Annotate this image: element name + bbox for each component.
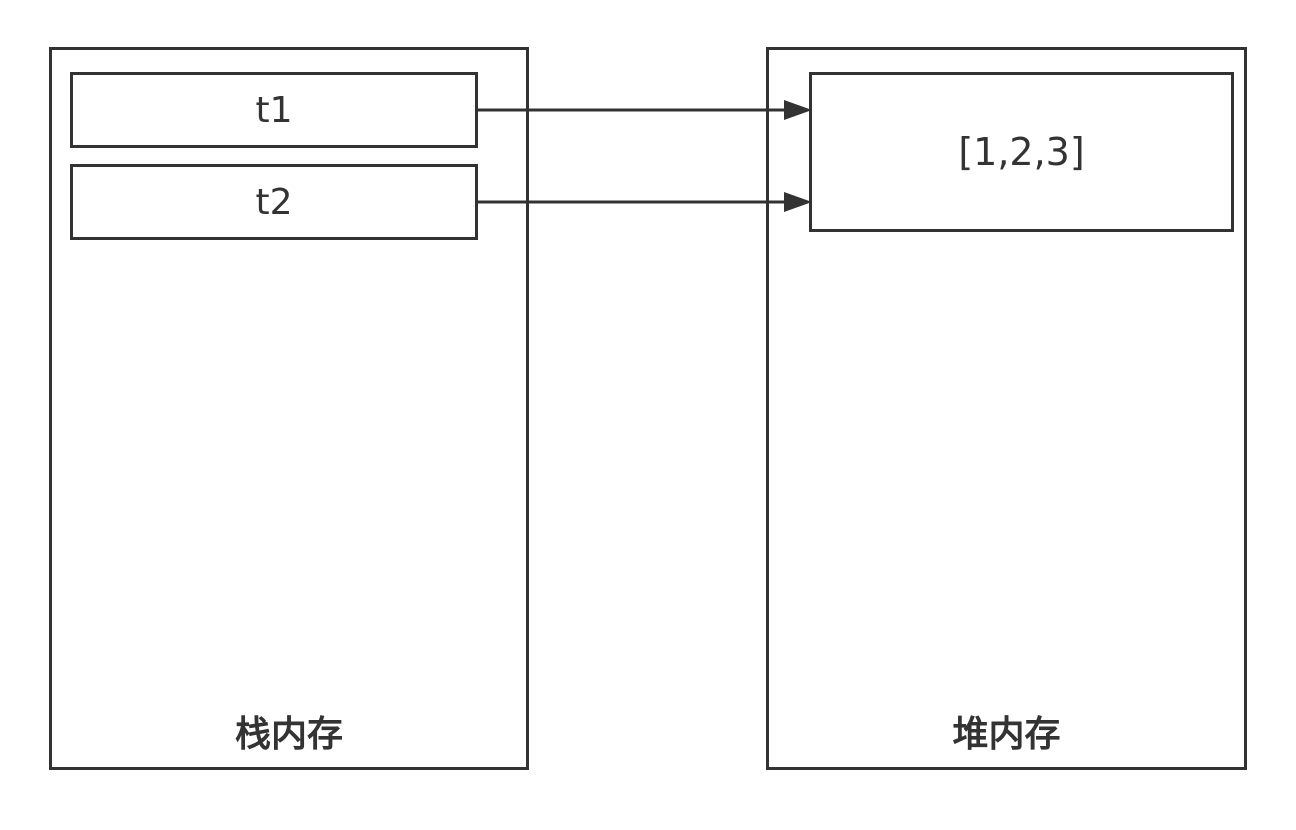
heap-object: [1,2,3] [809,72,1234,232]
stack-memory-label: 栈内存 [234,714,343,755]
stack-variable-t1-label: t1 [255,89,293,131]
stack-variable-t1: t1 [70,72,478,148]
heap-object-value: [1,2,3] [958,130,1085,174]
stack-variable-t2: t2 [70,164,478,240]
stack-memory-region: 栈内存 [49,47,529,770]
stack-variable-t2-label: t2 [255,181,293,223]
heap-memory-label: 堆内存 [952,714,1061,755]
